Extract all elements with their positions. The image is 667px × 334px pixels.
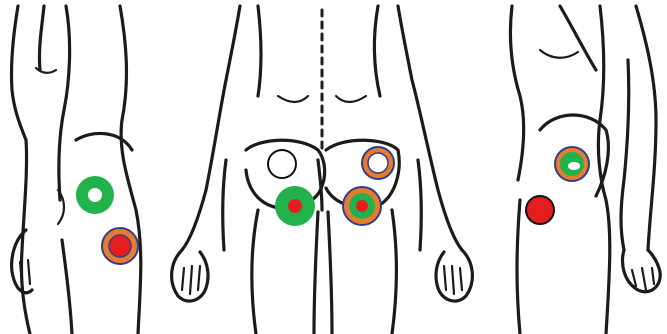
- left-arm-inner-line: [39, 6, 44, 70]
- right-arm-inner-line: [621, 60, 629, 250]
- right-thigh-back-line: [517, 200, 520, 334]
- right-forearm-inner: [418, 160, 421, 250]
- left-thigh-front-line: [62, 240, 72, 334]
- posterior-view-markers: [268, 147, 394, 226]
- left-buttock-curve: [76, 133, 132, 150]
- orange-ring-green-white-center-marker: [555, 147, 589, 181]
- right-view-markers: [526, 147, 589, 224]
- right-shoulder-line: [560, 6, 596, 70]
- orange-ring-white-center-marker: [362, 147, 394, 179]
- right-hand-fingers: [632, 268, 654, 290]
- left-forearm-inner: [223, 160, 226, 250]
- left-view-markers: [76, 176, 138, 264]
- left-hand-fingers: [182, 266, 200, 294]
- orange-ring-red-center-marker: [102, 228, 138, 264]
- green-ring-red-center-marker: [275, 186, 315, 226]
- left-side-view: [11, 6, 140, 334]
- orange-green-ring-red-center-marker: [343, 187, 381, 225]
- torso-left-outline: [182, 6, 240, 250]
- gluteal-cleft: [318, 160, 322, 210]
- inner-leg-lines: [314, 212, 332, 334]
- right-back-line: [510, 6, 523, 180]
- right-shoulder-crease: [540, 50, 578, 58]
- right-hand-fingers: [444, 266, 462, 294]
- torso-right-outline: [398, 6, 462, 250]
- left-leg-outer-line: [252, 210, 258, 334]
- right-hand-outline: [623, 250, 661, 292]
- posterior-view: [172, 6, 473, 334]
- left-torso-front-line: [59, 6, 70, 200]
- right-leg-outer-line: [392, 210, 397, 334]
- white-dot-marker: [268, 150, 296, 178]
- back-right-inner-line: [374, 6, 380, 96]
- back-left-inner-line: [258, 6, 261, 96]
- green-ring-white-center-marker: [76, 176, 114, 214]
- left-back-line: [120, 6, 141, 334]
- red-dot-marker: [526, 196, 554, 224]
- right-arm-outer-line: [636, 6, 656, 250]
